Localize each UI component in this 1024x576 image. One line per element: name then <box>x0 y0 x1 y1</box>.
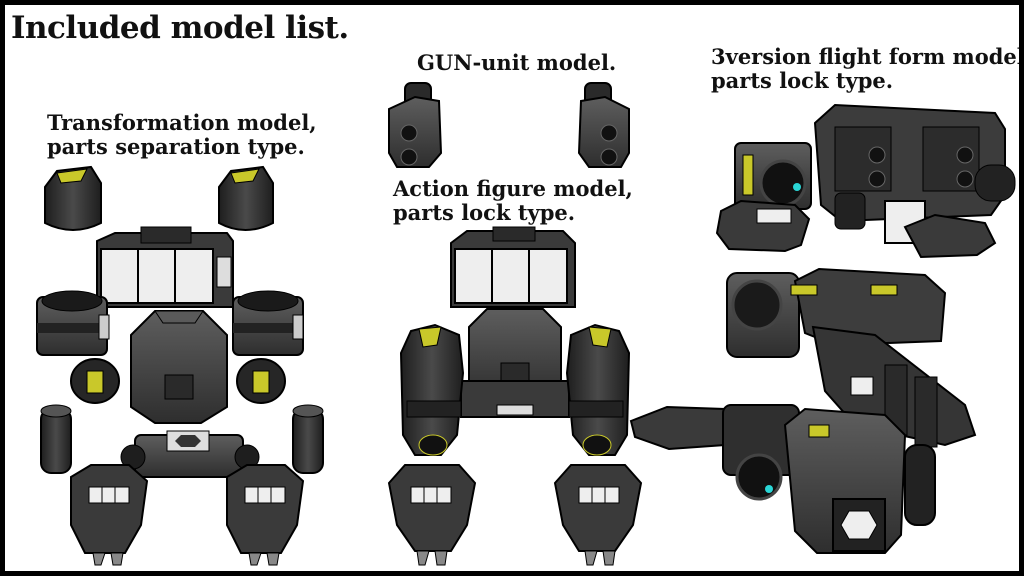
gun-unit-label: GUN-unit model. <box>417 50 617 75</box>
hip-joint-left <box>36 290 110 356</box>
action-leg-left <box>387 323 477 566</box>
shoulder-cap-left <box>44 165 102 231</box>
action-figure-label: Action figure model, parts lock type. <box>393 176 633 226</box>
transformation-model-parts <box>36 165 324 566</box>
action-figure-label-line-2: parts lock type. <box>393 200 576 226</box>
gun-unit-left <box>388 82 443 168</box>
page-title: Included model list. <box>11 10 349 46</box>
gun-unit-right <box>577 82 630 168</box>
leg-cylinder-left <box>40 404 72 474</box>
model-renders <box>36 82 1016 566</box>
action-leg-right <box>553 323 643 566</box>
knee-right <box>236 358 286 404</box>
flight-form-label-line-2: parts lock type. <box>711 68 894 94</box>
transformation-model-label: Transformation model, parts separation t… <box>47 110 317 160</box>
action-figure-model <box>387 226 643 566</box>
flight-form-label: 3version flight form model, parts lock t… <box>711 44 1019 94</box>
torso <box>130 310 228 424</box>
foot-left <box>70 464 149 566</box>
head-block <box>96 226 234 308</box>
hip-joint-right <box>232 290 304 356</box>
flight-form-jet <box>629 267 977 554</box>
shoulder-cap-right <box>218 165 274 231</box>
transformation-label-line-2: parts separation type. <box>47 134 305 160</box>
flight-form-label-line-1: 3version flight form model, <box>711 44 1019 69</box>
leg-cylinder-right <box>292 404 324 474</box>
gun-unit-label-line-1: GUN-unit model. <box>417 50 617 75</box>
waist-axle <box>120 430 260 478</box>
knee-left <box>70 358 120 404</box>
foot-right <box>226 464 305 566</box>
action-figure-label-line-1: Action figure model, <box>393 176 633 201</box>
flight-form-walker <box>715 103 1016 259</box>
image-frame: Included model list. Transformation mode… <box>5 5 1019 571</box>
transformation-label-line-1: Transformation model, <box>47 110 317 135</box>
